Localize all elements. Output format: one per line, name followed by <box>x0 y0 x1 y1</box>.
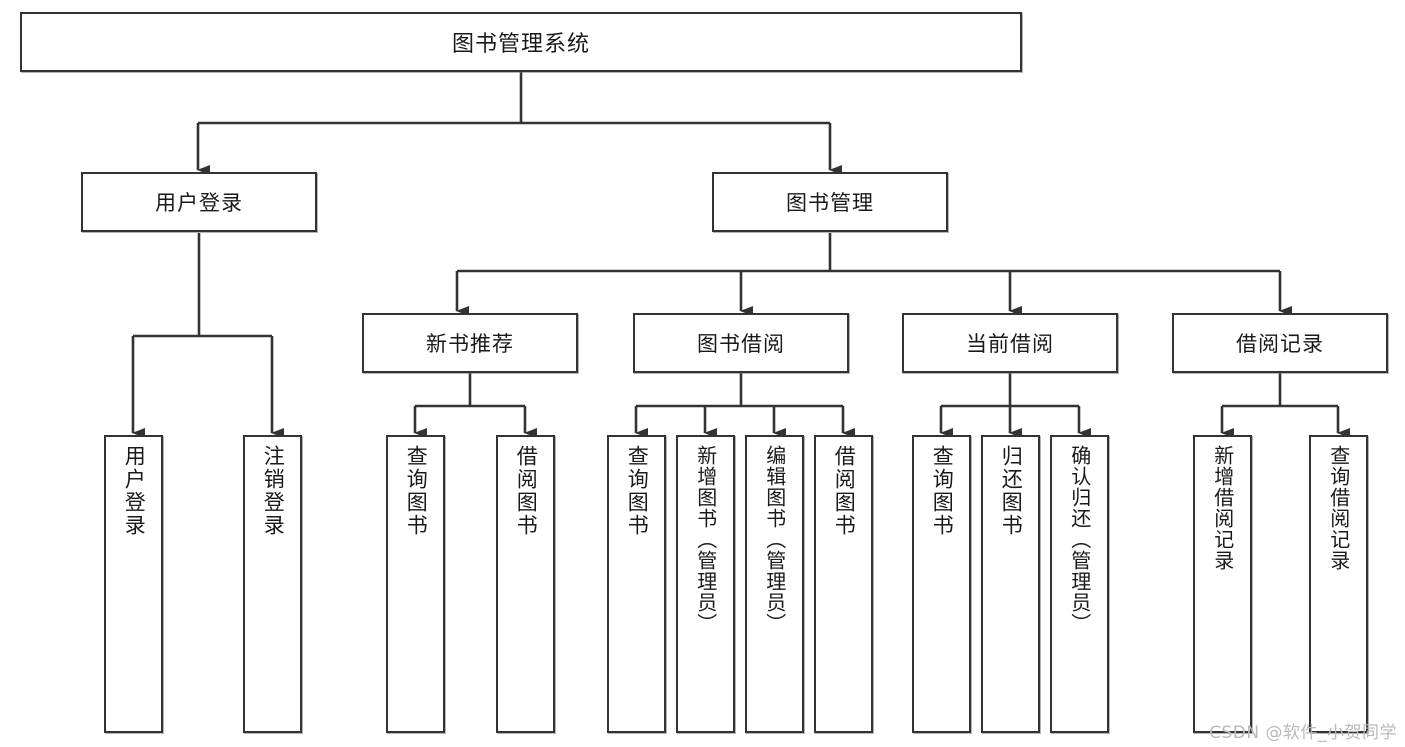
node-borrow-record-label: 借阅记录 <box>1236 332 1324 356</box>
node-leaf-borrow-book-2[interactable]: 借阅图书 <box>814 435 873 733</box>
csdn-watermark: CSDN @软件_小贺同学 <box>1209 723 1397 743</box>
node-leaf-edit-book-label: 编辑图书（管理员） <box>762 445 787 634</box>
node-book-borrow[interactable]: 图书借阅 <box>633 313 849 373</box>
node-leaf-return-book[interactable]: 归还图书 <box>981 435 1040 733</box>
node-user-login[interactable]: 用户登录 <box>81 172 317 232</box>
node-borrow-record[interactable]: 借阅记录 <box>1172 313 1388 373</box>
node-leaf-user-login[interactable]: 用户登录 <box>104 435 163 733</box>
node-leaf-add-record[interactable]: 新增借阅记录 <box>1193 435 1252 733</box>
node-root[interactable]: 图书管理系统 <box>20 12 1022 72</box>
node-leaf-query-record[interactable]: 查询借阅记录 <box>1309 435 1368 733</box>
node-leaf-borrow-book-1-label: 借阅图书 <box>514 445 539 537</box>
node-leaf-query-book-1[interactable]: 查询图书 <box>386 435 445 733</box>
node-current-borrow[interactable]: 当前借阅 <box>902 313 1118 373</box>
node-leaf-query-book-1-label: 查询图书 <box>404 445 429 537</box>
node-leaf-add-book-label: 新增图书（管理员） <box>693 445 718 634</box>
node-leaf-confirm-return-label: 确认归还（管理员） <box>1067 445 1092 634</box>
node-new-book-recommend[interactable]: 新书推荐 <box>362 313 578 373</box>
node-leaf-edit-book[interactable]: 编辑图书（管理员） <box>745 435 804 733</box>
node-leaf-query-book-2-label: 查询图书 <box>625 445 650 537</box>
node-current-borrow-label: 当前借阅 <box>966 332 1054 356</box>
node-leaf-query-book-3-label: 查询图书 <box>930 445 955 537</box>
node-leaf-user-login-label: 用户登录 <box>122 445 147 537</box>
node-leaf-add-book[interactable]: 新增图书（管理员） <box>676 435 735 733</box>
node-book-borrow-label: 图书借阅 <box>697 332 785 356</box>
node-leaf-logout-login-label: 注销登录 <box>261 445 286 537</box>
node-leaf-query-book-2[interactable]: 查询图书 <box>607 435 666 733</box>
node-user-login-label: 用户登录 <box>155 191 243 215</box>
node-leaf-confirm-return[interactable]: 确认归还（管理员） <box>1050 435 1109 733</box>
node-leaf-borrow-book-1[interactable]: 借阅图书 <box>496 435 555 733</box>
node-leaf-add-record-label: 新增借阅记录 <box>1210 445 1235 571</box>
node-root-label: 图书管理系统 <box>451 32 590 57</box>
node-book-manage-label: 图书管理 <box>786 191 874 215</box>
node-leaf-query-book-3[interactable]: 查询图书 <box>912 435 971 733</box>
node-leaf-borrow-book-2-label: 借阅图书 <box>832 445 857 537</box>
node-new-book-recommend-label: 新书推荐 <box>426 332 514 356</box>
node-leaf-return-book-label: 归还图书 <box>999 445 1024 537</box>
node-leaf-query-record-label: 查询借阅记录 <box>1326 445 1351 571</box>
node-book-manage[interactable]: 图书管理 <box>712 172 948 232</box>
node-leaf-logout-login[interactable]: 注销登录 <box>243 435 302 733</box>
